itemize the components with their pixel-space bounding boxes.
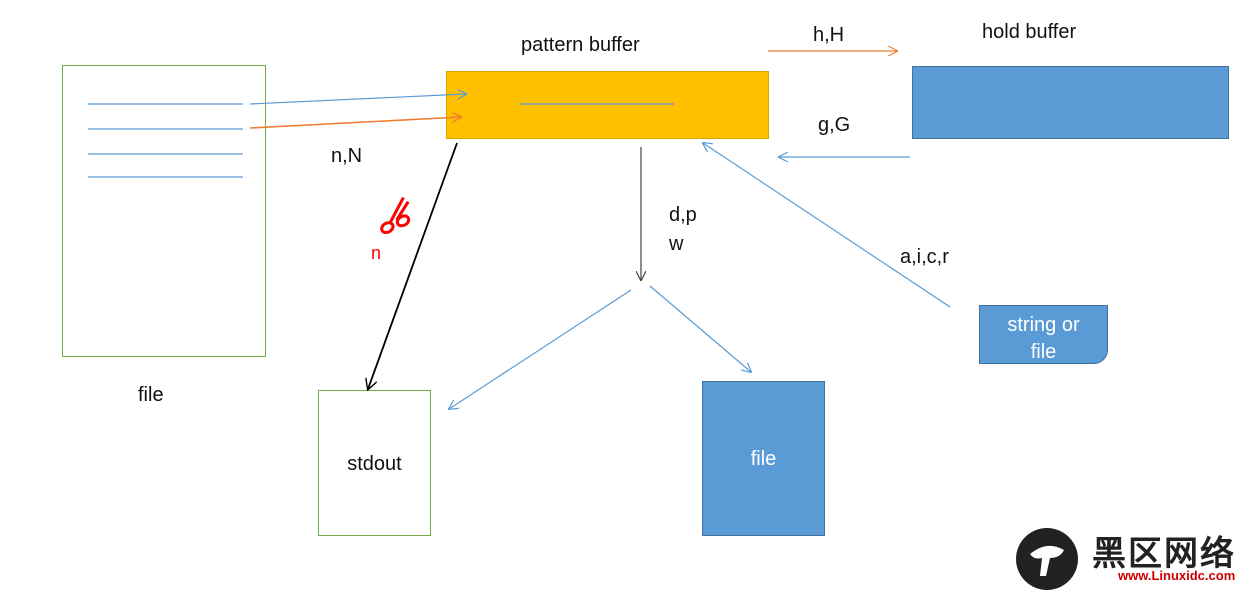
stdout-box: stdout	[318, 390, 431, 536]
pattern-buffer-label: pattern buffer	[521, 34, 640, 56]
next-line-arrow	[249, 117, 461, 129]
h-H-label: h,H	[813, 24, 845, 46]
w-label: w	[669, 233, 684, 255]
input-file-document	[62, 65, 266, 357]
pattern-buffer-box	[446, 71, 769, 139]
output-file-label: file	[750, 448, 777, 470]
split-to-file-arrow	[649, 285, 751, 372]
string-or-file-label-line2: file	[1030, 341, 1057, 363]
hold-buffer-label: hold buffer	[982, 21, 1077, 43]
string-or-file-box: string or file	[979, 305, 1108, 364]
watermark: 黑区网络 www.Linuxidc.com	[1016, 528, 1246, 592]
n-N-label: n,N	[331, 145, 363, 167]
string-or-file-label-line1: string or	[1007, 314, 1080, 336]
input-file-label: file	[138, 384, 164, 406]
a-i-c-r-label: a,i,c,r	[900, 246, 949, 268]
print-to-stdout-arrow	[368, 142, 458, 389]
g-G-label: g,G	[818, 114, 851, 136]
split-to-stdout-arrow	[449, 289, 632, 409]
stdout-label: stdout	[347, 453, 402, 475]
a-i-c-r-arrow	[703, 143, 951, 308]
output-file-box: file	[702, 381, 825, 536]
scissors-icon	[380, 196, 411, 235]
watermark-logo-icon	[1016, 528, 1078, 590]
read-line-arrow	[249, 94, 466, 105]
scissors-n-label: n	[371, 243, 382, 263]
watermark-cn-text: 黑区网络	[1092, 534, 1236, 574]
watermark-site-text: www.Linuxidc.com	[1118, 568, 1236, 583]
hold-buffer-box	[912, 66, 1229, 139]
d-p-label: d,p	[669, 204, 697, 226]
